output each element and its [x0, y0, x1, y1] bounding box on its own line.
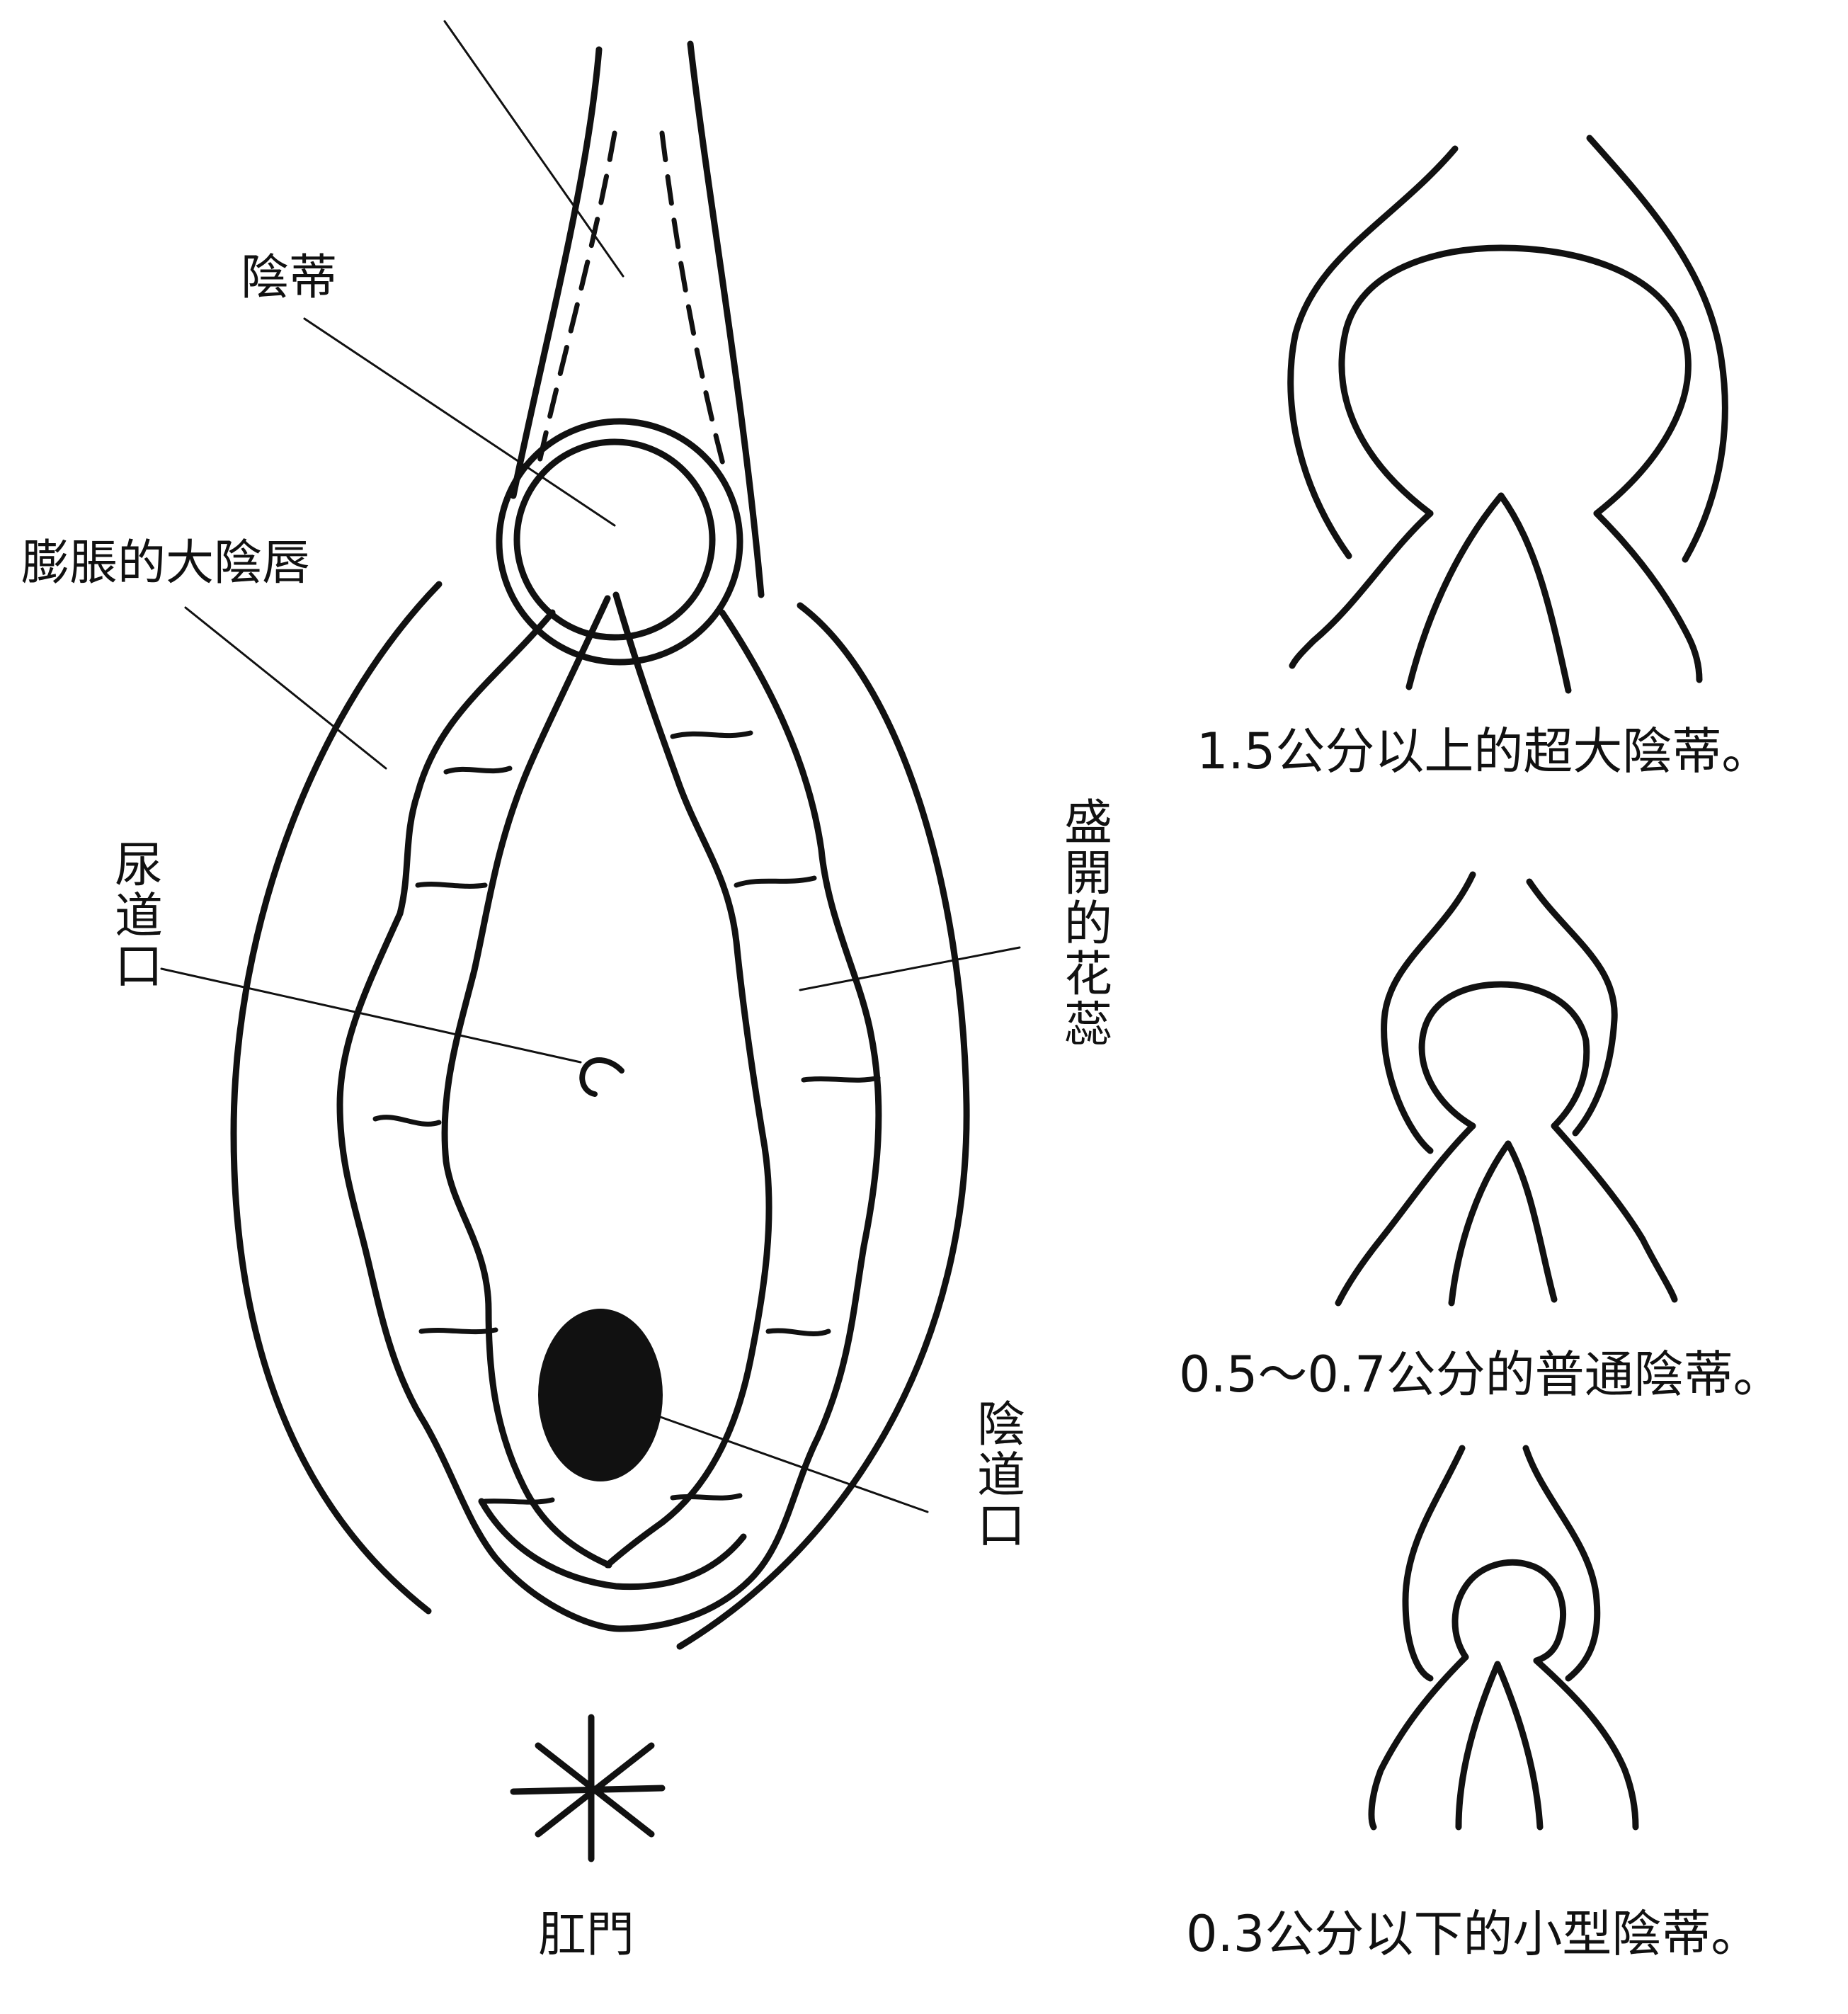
label-swollen-labia-majora: 膨脹的大陰唇	[21, 535, 310, 591]
label-urethral-opening: 尿道口	[115, 838, 163, 995]
hood-dashed-right	[659, 130, 729, 477]
urethral-opening-mark	[579, 1057, 624, 1097]
caption-small-clitoris: 0.3公分以下的小型陰蒂。	[1186, 1905, 1760, 1963]
comparison-captions: 1.5公分以上的超大陰蒂。 0.5～0.7公分的普通陰蒂。 0.3公分以下的小型…	[1179, 722, 1783, 1963]
label-anus: 肛門	[538, 1907, 634, 1963]
hood-dashed-left	[534, 130, 617, 477]
inner-labia-right	[604, 591, 772, 1569]
illustration-labels: 陰蒂 膨脹的大陰唇 尿道口 盛開的花蕊 陰道口 肛門	[21, 250, 1112, 1963]
clitoris-glans-inner	[513, 438, 716, 641]
normal-clitoris-illustration	[1335, 871, 1678, 1307]
caption-normal-clitoris: 0.5～0.7公分的普通陰蒂。	[1179, 1345, 1783, 1404]
leader-hood	[443, 20, 624, 278]
leader-labia-majora	[184, 606, 387, 770]
hood-left-line	[510, 46, 603, 499]
leader-clitoris	[303, 317, 616, 527]
petal-texture	[372, 730, 881, 1505]
label-clitoris: 陰蒂	[241, 250, 337, 306]
anus-mark	[510, 1714, 666, 1862]
petals-lower-loop	[478, 1498, 747, 1591]
caption-large-clitoris: 1.5公分以上的超大陰蒂。	[1197, 722, 1771, 780]
leader-vaginal	[657, 1415, 929, 1513]
petals-outer-outline	[336, 609, 882, 1632]
clitoris-glans-outer	[496, 418, 743, 666]
main-illustration	[160, 20, 1021, 1862]
inner-labia-left	[441, 595, 612, 1569]
label-blooming-petals: 盛開的花蕊	[1064, 795, 1112, 1054]
leader-lines	[160, 20, 1021, 1513]
leader-urethral	[160, 967, 582, 1064]
comparison-illustrations	[1287, 135, 1728, 1831]
leader-petals	[799, 946, 1021, 991]
large-clitoris-illustration	[1287, 135, 1728, 694]
small-clitoris-illustration	[1368, 1445, 1639, 1831]
hood-right-line	[687, 40, 765, 598]
label-vaginal-opening: 陰道口	[977, 1397, 1025, 1554]
labia-majora-right	[676, 602, 970, 1650]
vaginal-opening-mark	[538, 1309, 663, 1481]
labia-majora-left	[230, 581, 443, 1615]
